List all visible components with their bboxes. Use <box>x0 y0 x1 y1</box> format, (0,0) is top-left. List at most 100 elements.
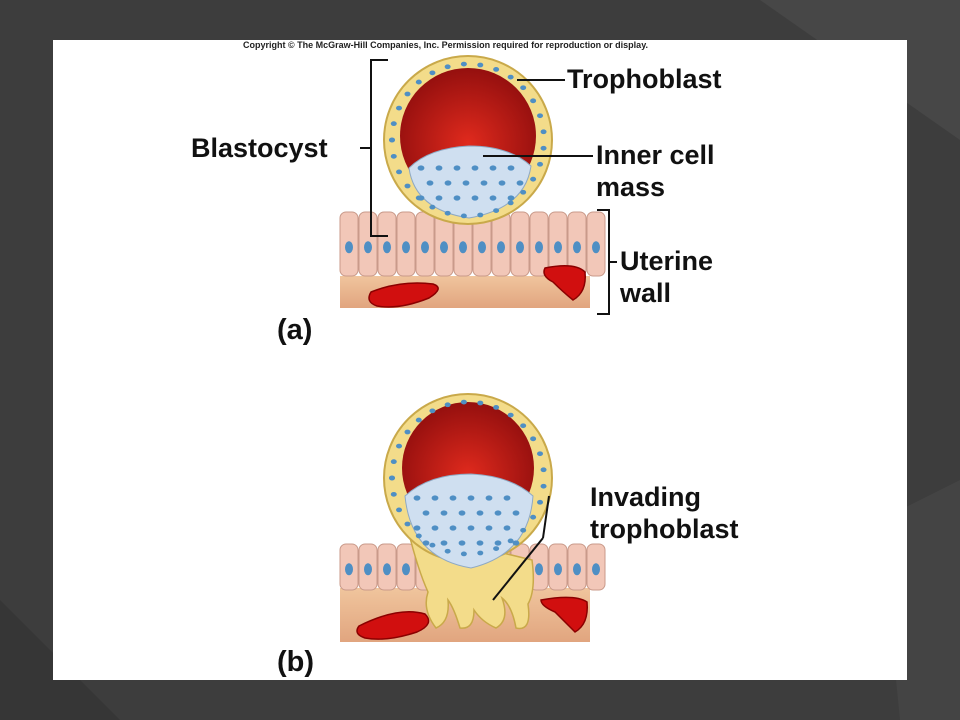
nucleus <box>493 66 500 72</box>
nucleus <box>449 525 457 531</box>
nucleus <box>435 195 443 201</box>
nucleus <box>537 113 544 119</box>
nucleus <box>530 436 537 442</box>
nucleus <box>460 399 467 405</box>
nucleus <box>396 443 403 449</box>
nucleus <box>389 475 395 481</box>
nucleus <box>413 495 421 501</box>
nucleus <box>535 241 543 254</box>
nucleus <box>537 161 544 167</box>
nucleus <box>345 241 353 254</box>
nucleus <box>520 527 527 533</box>
nucleus <box>537 451 544 457</box>
nucleus <box>554 241 562 254</box>
nucleus <box>415 79 422 85</box>
nucleus <box>540 483 547 489</box>
nucleus <box>507 412 514 418</box>
blastocyst-bracket <box>360 59 388 237</box>
nucleus <box>478 241 486 254</box>
nucleus <box>429 408 436 414</box>
nucleus <box>458 540 466 546</box>
nucleus <box>460 213 467 219</box>
nucleus <box>476 510 484 516</box>
nucleus <box>422 510 430 516</box>
nucleus <box>503 525 511 531</box>
blastocyst-diagram <box>339 55 617 642</box>
nucleus <box>404 183 411 189</box>
label-inner-cell-line1: Inner cell <box>596 140 715 170</box>
nucleus <box>426 180 434 186</box>
panel-label-a: (a) <box>277 314 313 346</box>
nucleus <box>429 542 436 548</box>
nucleus <box>345 563 353 576</box>
slide: Copyright © The McGraw-Hill Companies, I… <box>53 40 907 680</box>
nucleus <box>453 165 461 171</box>
nucleus <box>444 180 452 186</box>
nucleus <box>435 165 443 171</box>
nucleus <box>413 525 421 531</box>
nucleus <box>530 98 537 104</box>
nucleus <box>477 212 484 218</box>
nucleus <box>431 495 439 501</box>
trophoblast-nuclei-b <box>389 399 547 557</box>
nucleus <box>460 61 467 67</box>
nucleus <box>507 538 514 544</box>
nucleus <box>415 533 422 539</box>
nucleus <box>489 195 497 201</box>
inner-cell-nuclei-b <box>413 495 520 546</box>
nucleus <box>404 91 411 97</box>
nucleus <box>530 514 537 520</box>
uterine-wall-bracket <box>597 209 617 315</box>
nucleus <box>530 176 537 182</box>
nucleus <box>431 525 439 531</box>
nucleus <box>459 241 467 254</box>
nucleus <box>573 563 581 576</box>
nucleus <box>540 145 547 151</box>
nucleus <box>573 241 581 254</box>
nucleus <box>537 499 544 505</box>
nucleus <box>440 510 448 516</box>
nucleus <box>554 563 562 576</box>
nucleus <box>507 200 514 206</box>
nucleus <box>390 121 397 127</box>
nucleus <box>516 241 524 254</box>
nucleus <box>493 546 500 552</box>
nucleus <box>520 423 527 429</box>
blood-vessel-a-left <box>368 282 439 308</box>
nucleus <box>512 510 520 516</box>
nucleus <box>477 550 484 556</box>
nucleus <box>485 525 493 531</box>
invading-leader-tick <box>542 495 550 539</box>
nucleus <box>512 540 520 546</box>
label-trophoblast: Trophoblast <box>567 64 722 94</box>
inner-cell-nuclei-a <box>417 165 524 201</box>
nucleus <box>520 85 527 91</box>
nucleus <box>389 137 395 143</box>
label-invading-line1: Invading <box>590 482 702 512</box>
nucleus <box>402 563 410 576</box>
nucleus <box>404 521 411 527</box>
nucleus <box>458 510 466 516</box>
nucleus <box>477 62 484 68</box>
nucleus <box>440 540 448 546</box>
nucleus <box>390 153 397 159</box>
nucleus <box>421 241 429 254</box>
nucleus <box>383 241 391 254</box>
nucleus <box>540 129 547 135</box>
nucleus <box>462 180 470 186</box>
nucleus <box>480 180 488 186</box>
nucleus <box>383 563 391 576</box>
nucleus <box>444 402 451 408</box>
nucleus <box>467 495 475 501</box>
nucleus <box>485 495 493 501</box>
nucleus <box>497 241 505 254</box>
nucleus <box>471 165 479 171</box>
nucleus <box>396 105 403 111</box>
blood-vessel-b-right <box>540 596 588 633</box>
nucleus <box>489 165 497 171</box>
nucleus <box>471 195 479 201</box>
nucleus <box>390 491 397 497</box>
panel-a-illustration <box>339 55 606 308</box>
nucleus <box>503 495 511 501</box>
nucleus <box>493 208 500 214</box>
